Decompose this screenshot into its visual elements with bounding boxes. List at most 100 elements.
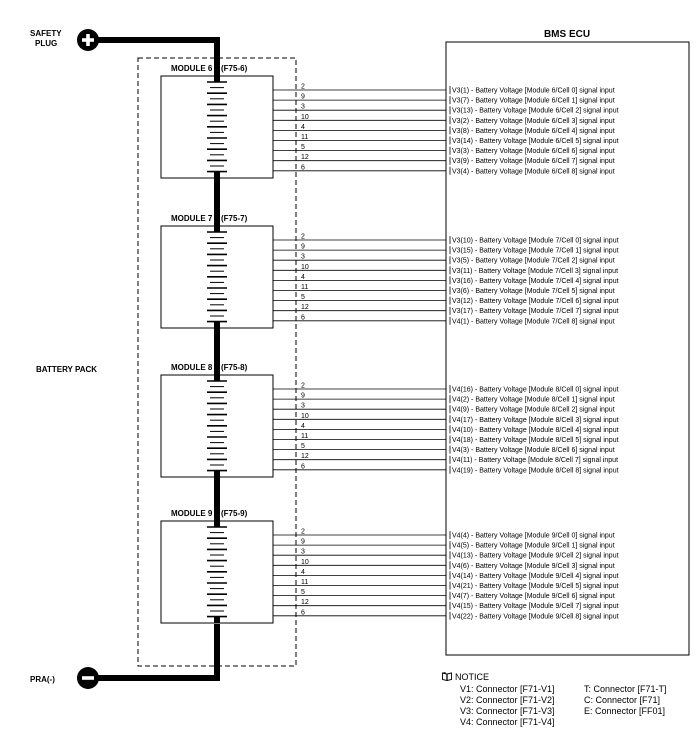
- pin-number: 5: [301, 294, 305, 301]
- ecu-signal-label: V4(19) - Battery Voltage [Module 8/Cell …: [452, 467, 619, 474]
- pin-number: 6: [301, 314, 305, 321]
- pin-number: 9: [301, 393, 305, 400]
- ecu-signal-label: V3(7) - Battery Voltage [Module 6/Cell 1…: [452, 98, 615, 105]
- notice-box: NOTICE V1: Connector [F71-V1] V2: Connec…: [442, 672, 682, 734]
- pin-number: 10: [301, 413, 309, 420]
- ecu-signal-label: V3(6) - Battery Voltage [Module 7/Cell 5…: [452, 288, 615, 295]
- notice-item: V4: Connector [F71-V4]: [460, 717, 555, 727]
- pra-label: PRA(-): [30, 675, 55, 684]
- pin-number: 9: [301, 244, 305, 251]
- notice-item: C: Connector [F71]: [584, 695, 661, 705]
- ecu-signal-label: V4(22) - Battery Voltage [Module 9/Cell …: [452, 613, 619, 620]
- notice-header: NOTICE: [442, 672, 489, 682]
- ecu-signal-label: V3(2) - Battery Voltage [Module 6/Cell 3…: [452, 118, 615, 125]
- notice-item: V2: Connector [F71-V2]: [460, 695, 555, 705]
- ecu-signal-label: V4(4) - Battery Voltage [Module 9/Cell 0…: [452, 533, 615, 540]
- pin-number: 2: [301, 234, 305, 241]
- ecu-signal-label: V4(10) - Battery Voltage [Module 8/Cell …: [452, 427, 619, 434]
- pin-number: 12: [301, 453, 309, 460]
- safety-plug-bus: [98, 37, 220, 76]
- ecu-signal-label: V4(1) - Battery Voltage [Module 7/Cell 8…: [452, 318, 615, 325]
- pin-number: 3: [301, 549, 305, 556]
- ecu-signal-label: V4(2) - Battery Voltage [Module 8/Cell 1…: [452, 397, 615, 404]
- ecu-signal-label: V3(3) - Battery Voltage [Module 6/Cell 6…: [452, 148, 615, 155]
- pin-number: 4: [301, 124, 305, 131]
- pin-number: 9: [301, 539, 305, 546]
- modules-layer: MODULE 6(F75-6)2V3(1) - Battery Voltage …: [160, 64, 619, 624]
- module-name: MODULE 9: [171, 509, 213, 518]
- ecu-signal-label: V4(18) - Battery Voltage [Module 8/Cell …: [452, 437, 619, 444]
- module-name: MODULE 7: [171, 214, 213, 223]
- module-connector: (F75-9): [221, 509, 248, 518]
- pin-number: 10: [301, 559, 309, 566]
- pin-number: 3: [301, 254, 305, 261]
- pin-number: 2: [301, 84, 305, 91]
- pin-number: 10: [301, 114, 309, 121]
- ecu-signal-label: V4(9) - Battery Voltage [Module 8/Cell 2…: [452, 407, 615, 414]
- ecu-signal-label: V3(9) - Battery Voltage [Module 6/Cell 7…: [452, 158, 615, 165]
- pin-number: 11: [301, 284, 308, 291]
- ecu-signal-label: V4(3) - Battery Voltage [Module 8/Cell 6…: [452, 447, 615, 454]
- pin-number: 2: [301, 529, 305, 536]
- pin-number: 4: [301, 274, 305, 281]
- ecu-signal-label: V3(16) - Battery Voltage [Module 7/Cell …: [452, 278, 619, 285]
- notice-item: V1: Connector [F71-V1]: [460, 684, 555, 694]
- ecu-signal-label: V3(5) - Battery Voltage [Module 7/Cell 2…: [452, 258, 615, 265]
- pin-number: 2: [301, 383, 305, 390]
- pin-number: 4: [301, 423, 305, 430]
- ecu-signal-label: V3(11) - Battery Voltage [Module 7/Cell …: [452, 268, 618, 275]
- pin-number: 5: [301, 589, 305, 596]
- pin-number: 11: [301, 579, 308, 586]
- pin-number: 12: [301, 304, 309, 311]
- ecu-signal-label: V4(21) - Battery Voltage [Module 9/Cell …: [452, 583, 619, 590]
- pin-number: 11: [301, 433, 308, 440]
- pin-number: 11: [301, 134, 308, 141]
- pin-number: 9: [301, 94, 305, 101]
- ecu-signal-label: V4(13) - Battery Voltage [Module 9/Cell …: [452, 553, 619, 560]
- safety-plug-label-line1: SAFETY: [30, 29, 62, 38]
- notice-left-column: V1: Connector [F71-V1] V2: Connector [F7…: [460, 684, 555, 728]
- pin-number: 6: [301, 164, 305, 171]
- pin-number: 3: [301, 104, 305, 111]
- bms-ecu-title: BMS ECU: [544, 29, 590, 40]
- pin-number: 4: [301, 569, 305, 576]
- pin-number: 6: [301, 463, 305, 470]
- pin-number: 6: [301, 609, 305, 616]
- pin-number: 5: [301, 443, 305, 450]
- notice-item: E: Connector [FF01]: [584, 706, 666, 716]
- ecu-signal-label: V4(6) - Battery Voltage [Module 9/Cell 3…: [452, 563, 615, 570]
- notice-item: V3: Connector [F71-V3]: [460, 706, 555, 716]
- ecu-signal-label: V4(7) - Battery Voltage [Module 9/Cell 6…: [452, 593, 615, 600]
- safety-plug-label-line2: PLUG: [35, 39, 57, 48]
- ecu-signal-label: V3(12) - Battery Voltage [Module 7/Cell …: [452, 298, 619, 305]
- bms-ecu-box: [445, 41, 690, 656]
- pin-number: 12: [301, 599, 309, 606]
- ecu-signal-label: V3(13) - Battery Voltage [Module 6/Cell …: [452, 108, 619, 115]
- ecu-signal-label: V4(16) - Battery Voltage [Module 8/Cell …: [452, 387, 619, 394]
- ecu-signal-label: V3(4) - Battery Voltage [Module 6/Cell 8…: [452, 168, 615, 175]
- module-connector: (F75-7): [221, 214, 248, 223]
- ecu-signal-label: V3(15) - Battery Voltage [Module 7/Cell …: [452, 248, 619, 255]
- ecu-signal-label: V3(1) - Battery Voltage [Module 6/Cell 0…: [452, 88, 615, 95]
- notice-right-column: T: Connector [F71-T] C: Connector [F71] …: [584, 684, 667, 717]
- module-connector: (F75-6): [221, 64, 248, 73]
- battery-pack-label: BATTERY PACK: [36, 365, 97, 374]
- module-connector: (F75-8): [221, 363, 248, 372]
- battery-module: MODULE 7(F75-7)2V3(10) - Battery Voltage…: [160, 178, 619, 329]
- ecu-signal-label: V4(14) - Battery Voltage [Module 9/Cell …: [452, 573, 619, 580]
- module-name: MODULE 8: [171, 363, 213, 372]
- book-icon: [442, 672, 452, 682]
- ecu-signal-label: V4(17) - Battery Voltage [Module 8/Cell …: [452, 417, 619, 424]
- ecu-signal-label: V4(5) - Battery Voltage [Module 9/Cell 1…: [452, 543, 615, 550]
- ecu-signal-label: V3(14) - Battery Voltage [Module 6/Cell …: [452, 138, 619, 145]
- ecu-signal-label: V4(11) - Battery Voltage [Module 8/Cell …: [452, 457, 618, 464]
- ecu-signal-label: V3(8) - Battery Voltage [Module 6/Cell 4…: [452, 128, 615, 135]
- battery-module: MODULE 6 (F75-6) 2V3(1) - Battery Voltage …: [160, 64, 619, 179]
- module-name: MODULE 6: [171, 64, 213, 73]
- pin-number: 5: [301, 144, 305, 151]
- notice-item: T: Connector [F71-T]: [584, 684, 667, 694]
- ecu-signal-label: V3(17) - Battery Voltage [Module 7/Cell …: [452, 308, 619, 315]
- pin-number: 12: [301, 154, 309, 161]
- battery-module: MODULE 8 (F75-8) 2V4(16) - Battery Voltage…: [160, 328, 619, 478]
